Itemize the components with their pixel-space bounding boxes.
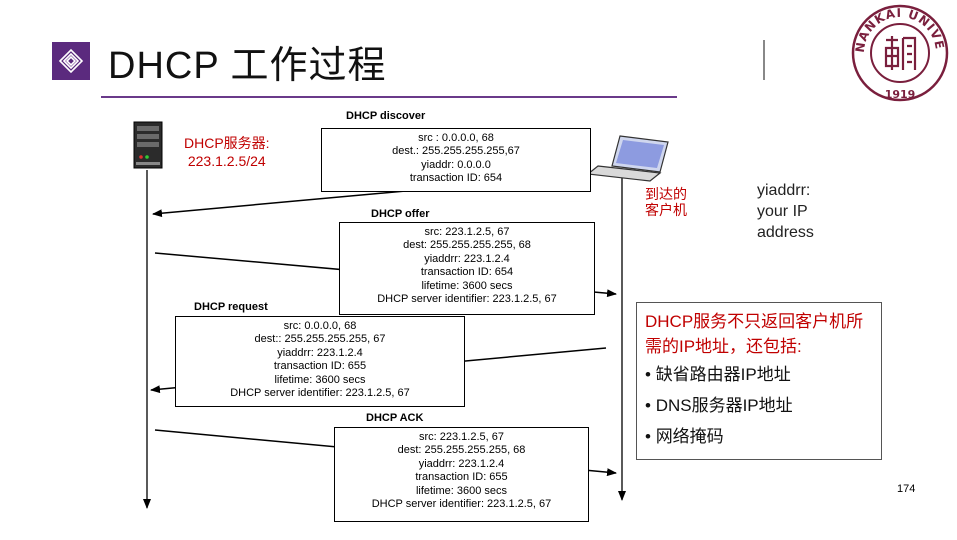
message-line: dest:: 255.255.255.255, 67 — [254, 333, 386, 346]
message-line: dest: 255.255.255.255, 68 — [403, 239, 531, 252]
info-item: 缺省路由器IP地址 — [655, 365, 791, 384]
message-line: lifetime: 3600 secs — [415, 484, 508, 497]
server-icon — [133, 121, 163, 169]
client-label: 到达的 客户机 — [645, 186, 687, 218]
message-name-request: DHCP request — [194, 301, 268, 313]
server-label-line: DHCP服务器: — [184, 135, 270, 151]
message-line: yiaddrr: 223.1.2.4 — [277, 346, 363, 359]
message-line: DHCP server identifier: 223.1.2.5, 67 — [371, 498, 552, 511]
server-label: DHCP服务器: 223.1.2.5/24 — [184, 134, 270, 170]
message-line: yiaddrr: 223.1.2.4 — [424, 252, 510, 265]
svg-text:1919: 1919 — [885, 88, 916, 101]
yiaddr-note-line: your IP — [757, 203, 808, 220]
info-item: 网络掩码 — [655, 427, 724, 446]
message-line: src : 0.0.0.0, 68 — [418, 132, 494, 144]
yiaddr-note-line: address — [757, 224, 814, 241]
header-divider — [763, 40, 765, 80]
title-underline — [101, 96, 677, 98]
client-label-line: 到达的 — [645, 186, 687, 202]
university-seal-icon: NANKAI UNIVERSITY 1919 — [844, 0, 950, 106]
discover-message-box: src : 0.0.0.0, 68 dest.: 255.255.255.255… — [321, 128, 591, 192]
message-line: lifetime: 3600 secs — [421, 279, 513, 292]
info-box: DHCP服务不只返回客户机所需的IP地址，还包括: • 缺省路由器IP地址 • … — [636, 302, 882, 460]
message-line: dest.: 255.255.255.255,67 — [392, 145, 520, 158]
message-line: transaction ID: 655 — [273, 360, 367, 373]
info-heading: DHCP服务不只返回客户机所需的IP地址，还包括: — [645, 312, 864, 356]
info-bullet: • 缺省路由器IP地址 — [645, 365, 791, 384]
yiaddr-note: yiaddrr: your IP address — [757, 180, 814, 243]
page-number: 174 — [897, 483, 916, 495]
message-line: src: 223.1.2.5, 67 — [419, 431, 504, 443]
message-line: yiaddrr: 223.1.2.4 — [418, 457, 505, 470]
message-name-offer: DHCP offer — [371, 208, 430, 220]
client-label-line: 客户机 — [645, 202, 687, 218]
message-name-ack: DHCP ACK — [366, 412, 424, 424]
ack-message-box: src: 223.1.2.5, 67 dest: 255.255.255.255… — [334, 427, 589, 522]
message-line: src: 0.0.0.0, 68 — [283, 320, 357, 332]
slide-title: DHCP 工作过程 — [108, 45, 387, 87]
title-logo-icon — [52, 42, 90, 80]
message-line: DHCP server identifier: 223.1.2.5, 67 — [230, 387, 410, 400]
info-bullet: • 网络掩码 — [645, 427, 724, 446]
message-line: yiaddr: 0.0.0.0 — [421, 158, 491, 171]
message-line: src: 223.1.2.5, 67 — [424, 226, 510, 238]
message-line: lifetime: 3600 secs — [274, 373, 366, 386]
message-line: transaction ID: 654 — [420, 266, 514, 279]
request-message-box: src: 0.0.0.0, 68 dest:: 255.255.255.255,… — [175, 316, 465, 407]
offer-message-box: src: 223.1.2.5, 67 dest: 255.255.255.255… — [339, 222, 595, 315]
info-item: DNS服务器IP地址 — [655, 396, 793, 415]
yiaddr-note-line: yiaddrr: — [757, 182, 811, 199]
laptop-icon — [586, 135, 669, 182]
message-line: transaction ID: 654 — [409, 172, 503, 185]
message-line: transaction ID: 655 — [415, 471, 508, 484]
message-line: DHCP server identifier: 223.1.2.5, 67 — [377, 293, 557, 306]
info-bullet: • DNS服务器IP地址 — [645, 396, 793, 415]
server-label-line: 223.1.2.5/24 — [187, 153, 266, 169]
message-name-discover: DHCP discover — [346, 110, 426, 122]
message-line: dest: 255.255.255.255, 68 — [397, 444, 526, 457]
